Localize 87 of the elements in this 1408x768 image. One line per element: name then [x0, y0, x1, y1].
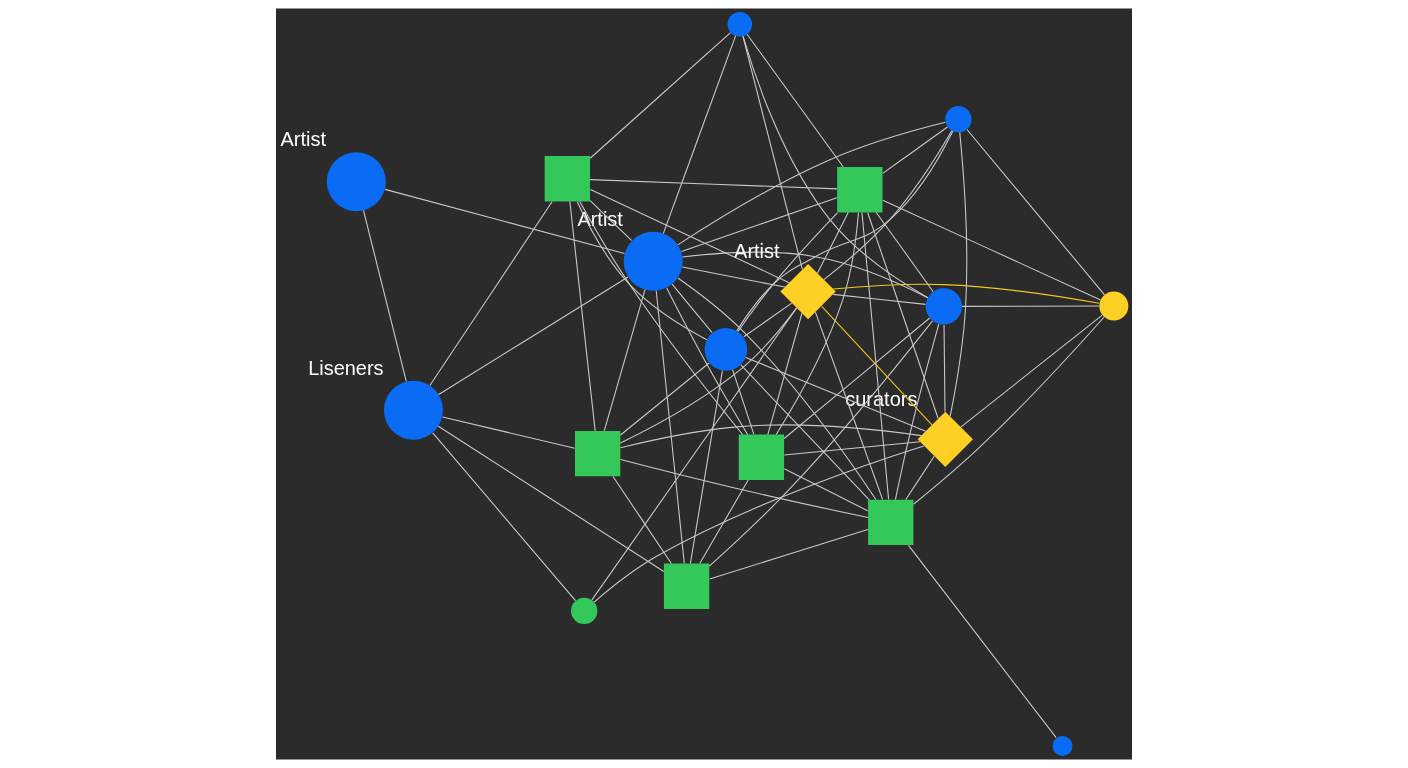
connector [576, 201, 708, 341]
connector [732, 369, 755, 435]
connector [907, 544, 1057, 739]
connector [783, 468, 869, 512]
node-diamond [780, 263, 836, 320]
connector [655, 290, 685, 564]
connector [740, 364, 870, 501]
connector [875, 211, 934, 292]
node-diamond [917, 411, 973, 467]
node-box [837, 167, 883, 213]
connector [943, 324, 946, 413]
connector [666, 287, 749, 436]
connector [603, 289, 646, 432]
node-label: Artist [280, 128, 326, 151]
node-circle [925, 288, 962, 325]
connector [783, 441, 921, 456]
connector [905, 455, 935, 501]
connector [816, 212, 849, 274]
connector [894, 323, 940, 501]
node-circle [1099, 291, 1129, 321]
connector [966, 128, 1106, 296]
connector [677, 277, 877, 500]
node-circle [623, 231, 683, 291]
node-box [868, 499, 914, 546]
connector [589, 32, 732, 159]
connector [823, 130, 953, 281]
connector [620, 459, 869, 519]
connector [662, 35, 737, 234]
connector [579, 201, 744, 436]
connector [861, 212, 890, 500]
connector [619, 424, 922, 449]
connector [960, 314, 1103, 428]
connector [612, 476, 672, 564]
connector [677, 121, 946, 246]
node-circle [945, 106, 972, 133]
connector [432, 432, 577, 602]
connector [681, 266, 786, 288]
node-box [544, 156, 591, 202]
connector [593, 445, 925, 603]
connector [814, 311, 884, 500]
connector [708, 320, 934, 567]
node-circle [383, 380, 443, 440]
connector [867, 212, 939, 420]
connector [689, 370, 723, 565]
connector [619, 362, 710, 436]
connector [736, 130, 954, 332]
node-circle [571, 597, 598, 625]
connector [742, 35, 803, 270]
connector [832, 283, 1100, 304]
connector [746, 33, 844, 168]
connector [882, 199, 1102, 301]
connector [821, 305, 933, 426]
node-box [663, 563, 710, 609]
node-label: Liseners [308, 356, 384, 379]
node-box [574, 430, 621, 477]
connector [671, 283, 713, 334]
connector [743, 302, 793, 338]
connector [589, 179, 838, 190]
connector [441, 416, 576, 449]
node-circle [326, 152, 386, 212]
connector [362, 209, 407, 382]
connector [699, 479, 749, 564]
connector [882, 126, 949, 174]
connector [589, 189, 790, 284]
connector [429, 201, 553, 386]
connector [619, 307, 798, 444]
node-circle [727, 12, 753, 37]
connector [832, 293, 927, 305]
connector [767, 312, 803, 436]
connector [742, 35, 929, 299]
connector [437, 425, 665, 573]
node-circle [1052, 736, 1073, 756]
connector [961, 305, 1100, 307]
connector [569, 200, 596, 432]
connector [775, 212, 859, 435]
connector [680, 197, 838, 253]
connector [438, 276, 629, 396]
connector [913, 316, 1105, 505]
connector [384, 188, 625, 255]
node-box [738, 434, 785, 480]
connector [949, 131, 968, 417]
connector [783, 317, 931, 440]
connector [591, 307, 798, 601]
connector [709, 529, 869, 580]
connector [745, 356, 927, 432]
connector [737, 212, 838, 333]
node-circle [704, 328, 748, 371]
